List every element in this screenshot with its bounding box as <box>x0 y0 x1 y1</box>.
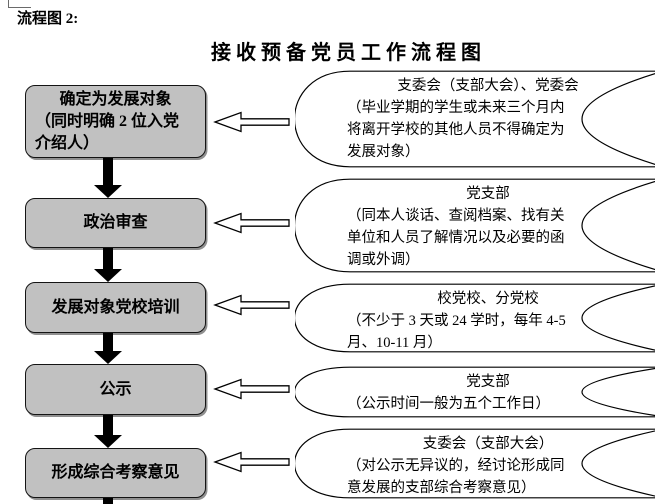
step-subtext: （同时明确 2 位入党 介绍人） <box>35 113 180 152</box>
stored-data-shape <box>295 366 655 418</box>
down-arrow-icon <box>94 333 122 364</box>
flow-step-box-5: 形成综合考察意见 <box>25 448 206 498</box>
callout-body: （同本人谈话、查阅档案、找有关 单位和人员了解情况以及必要的函 调或外调） <box>347 208 565 268</box>
callout-text: 支委会（支部大会）、党委会 （毕业学期的学生或未来三个月内 将离开学校的其他人员… <box>347 75 629 163</box>
page-border-fragment <box>8 0 31 8</box>
callout-body: （对公示无异议的，经讨论形成同 意发展的支部综合考察意见） <box>347 458 565 496</box>
callout-text: 党支部 （同本人谈话、查阅档案、找有关 单位和人员了解情况以及必要的函 调或外调… <box>347 183 629 271</box>
left-arrow-icon <box>213 378 290 400</box>
step-title: 形成综合考察意见 <box>51 464 180 481</box>
callout-text: 校党校、分党校 （不少于 3 天或 24 学时，每年 4-5 月、10-11 月… <box>347 288 629 354</box>
callout-title: 党支部 <box>466 186 510 202</box>
left-arrow-icon <box>213 294 290 316</box>
callout-text: 支委会（支部大会） （对公示无异议的，经讨论形成同 意发展的支部综合考察意见） <box>347 433 629 499</box>
stored-data-shape <box>295 428 655 499</box>
stored-data-shape <box>295 70 655 168</box>
flowchart-title: 接收预备党员工作流程图 <box>211 42 486 64</box>
step-title: 政治审查 <box>83 214 148 231</box>
figure-label: 流程图 2: <box>17 11 79 27</box>
callout-body: （不少于 3 天或 24 学时，每年 4-5 月、10-11 月） <box>347 313 566 351</box>
stored-data-shape <box>295 283 655 353</box>
annotation-callout-2: 党支部 （同本人谈话、查阅档案、找有关 单位和人员了解情况以及必要的函 调或外调… <box>295 178 655 273</box>
step-title: 发展对象党校培训 <box>51 298 180 316</box>
annotation-callout-1: 支委会（支部大会）、党委会 （毕业学期的学生或未来三个月内 将离开学校的其他人员… <box>295 70 655 168</box>
callout-title: 校党校、分党校 <box>437 291 539 307</box>
annotation-callout-5: 支委会（支部大会） （对公示无异议的，经讨论形成同 意发展的支部综合考察意见） <box>295 428 655 499</box>
flow-step-box-2: 政治审查 <box>25 198 206 248</box>
annotation-callout-4: 党支部 （公示时间一般为五个工作日） <box>295 366 655 418</box>
down-arrow-icon <box>94 248 122 282</box>
step-title: 公示 <box>99 380 132 398</box>
callout-body: （公示时间一般为五个工作日） <box>347 396 550 412</box>
down-arrow-shaft-clipped <box>103 498 113 504</box>
left-arrow-icon <box>213 451 290 473</box>
down-arrow-icon <box>94 415 122 448</box>
callout-body: （毕业学期的学生或未来三个月内 将离开学校的其他人员不得确定为 发展对象） <box>347 100 565 160</box>
flow-step-box-1: 确定为发展对象 （同时明确 2 位入党 介绍人） <box>25 85 206 158</box>
callout-title: 支委会（支部大会）、党委会 <box>397 78 579 94</box>
callout-title: 党支部 <box>466 374 510 390</box>
stored-data-shape <box>295 178 655 273</box>
left-arrow-icon <box>213 111 290 133</box>
down-arrow-icon <box>94 158 122 198</box>
flow-step-box-4: 公示 <box>25 364 206 415</box>
callout-title: 支委会（支部大会） <box>422 436 554 452</box>
left-arrow-icon <box>213 212 290 234</box>
annotation-callout-3: 校党校、分党校 （不少于 3 天或 24 学时，每年 4-5 月、10-11 月… <box>295 283 655 353</box>
flow-step-box-3: 发展对象党校培训 <box>25 282 206 333</box>
callout-text: 党支部 （公示时间一般为五个工作日） <box>347 371 629 415</box>
step-title: 确定为发展对象 <box>59 91 172 108</box>
